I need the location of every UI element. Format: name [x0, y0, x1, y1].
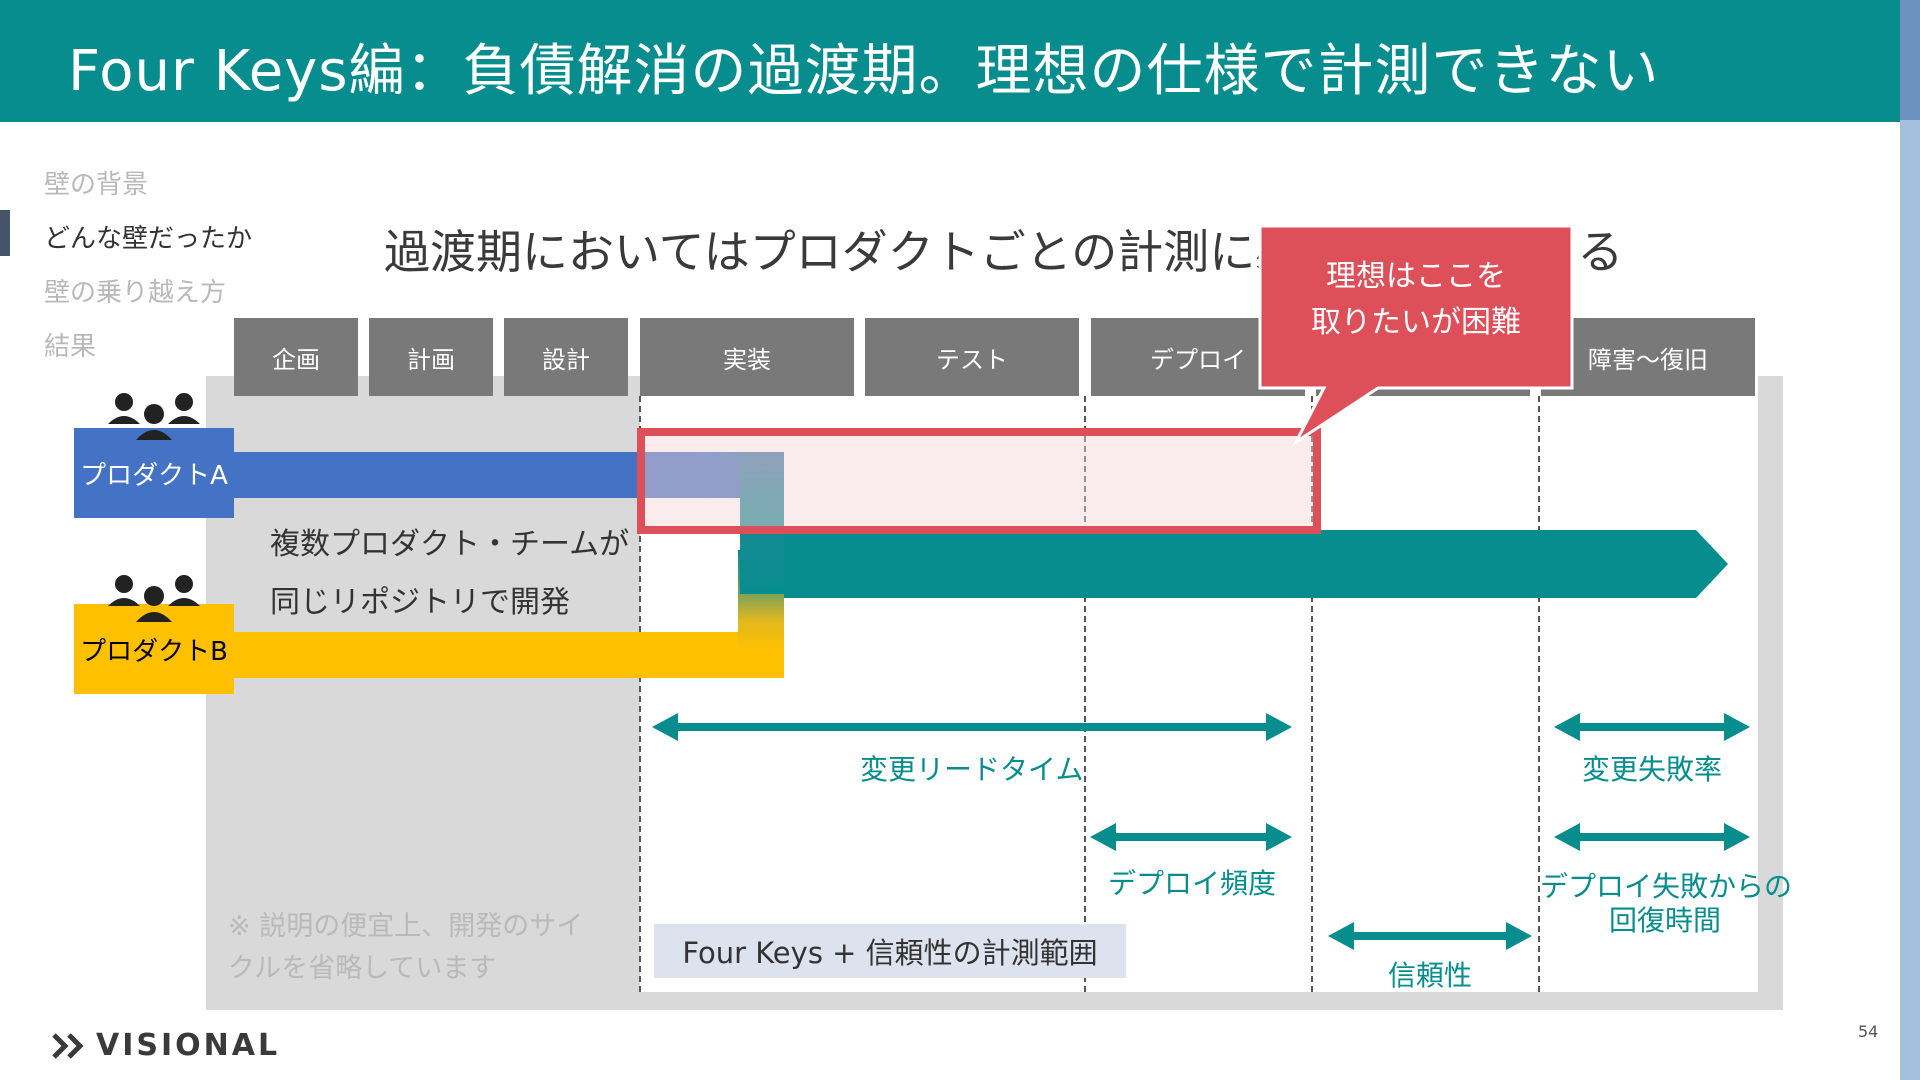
nav-item-overcome[interactable]: 壁の乗り越え方: [44, 278, 227, 308]
failure-rate-arrow: [1554, 713, 1750, 741]
nav-item-what-wall[interactable]: どんな壁だったか: [44, 224, 253, 254]
phase-design: 設計: [504, 318, 628, 396]
ideal-measurement-highlight: [637, 428, 1321, 534]
description-line-2: 同じリポジトリで開発: [270, 585, 570, 620]
header-bar: [0, 0, 1900, 122]
phase-planning: 企画: [234, 318, 358, 396]
footnote-line-2: クルを省略しています: [228, 953, 497, 984]
team-b-icon: [108, 575, 200, 622]
callout-text: 理想はここを 取りたいが困難: [1262, 254, 1570, 346]
nav-item-background[interactable]: 壁の背景: [44, 170, 149, 200]
deploy-frequency-label: デプロイ頻度: [1108, 867, 1277, 900]
logo-chevron-icon: [52, 1032, 84, 1059]
failure-rate-label: 変更失敗率: [1582, 753, 1723, 786]
separator-line: [1311, 396, 1313, 992]
page-title: Four Keys編：負債解消の過渡期。理想の仕様で計測できない: [68, 39, 1660, 104]
lead-time-arrow: [652, 713, 1292, 741]
right-edge-stripe: [1900, 0, 1920, 1080]
measurement-area: [640, 376, 1758, 992]
recovery-time-label: デプロイ失敗からの 回復時間: [1540, 870, 1793, 938]
separator-line: [1538, 396, 1540, 992]
product-a-merge-bar: [740, 452, 784, 594]
product-b-label: プロダクトB: [74, 604, 234, 694]
deploy-frequency-arrow: [1090, 823, 1292, 851]
separator-line: [639, 396, 641, 992]
phase-incident-recovery: 障害〜復旧: [1541, 318, 1755, 396]
reliability-label: 信頼性: [1388, 959, 1473, 992]
callout-bubble: [1258, 224, 1574, 446]
description-line-1: 複数プロダクト・チームが: [270, 527, 630, 562]
shared-repo-description: 複数プロダクト・チームが 同じリポジトリで開発: [270, 516, 629, 632]
callout-line-1: 理想はここを: [1326, 259, 1506, 294]
product-a-flow-bar: [234, 452, 784, 498]
phase-test: テスト: [865, 318, 1079, 396]
callout-line-2: 取りたいが困難: [1311, 305, 1521, 340]
separator-line: [1084, 396, 1086, 992]
page-number: 54: [1858, 1022, 1879, 1041]
footnote: ※ 説明の便宜上、開発のサイ クルを省略しています: [228, 906, 583, 990]
nav-active-marker: [0, 210, 10, 256]
measurement-range-label: Four Keys + 信頼性の計測範囲: [654, 924, 1126, 978]
merged-flow-arrow: [784, 530, 1728, 598]
lead-time-label: 変更リードタイム: [860, 753, 1084, 786]
product-b-flow-bar: [234, 632, 784, 678]
phase-implementation: 実装: [640, 318, 854, 396]
recovery-time-arrow: [1554, 823, 1750, 851]
phase-scheduling: 計画: [369, 318, 493, 396]
visional-logo: VISIONAL: [52, 1028, 280, 1063]
recovery-line-2: 回復時間: [1608, 904, 1721, 937]
nav-item-result[interactable]: 結果: [44, 332, 97, 362]
logo-text: VISIONAL: [96, 1028, 281, 1063]
footnote-line-1: ※ 説明の便宜上、開発のサイ: [228, 911, 584, 942]
product-a-label: プロダクトA: [74, 428, 234, 518]
team-a-icon: [108, 393, 200, 440]
reliability-arrow: [1328, 922, 1532, 950]
recovery-line-1: デプロイ失敗からの: [1540, 870, 1793, 903]
